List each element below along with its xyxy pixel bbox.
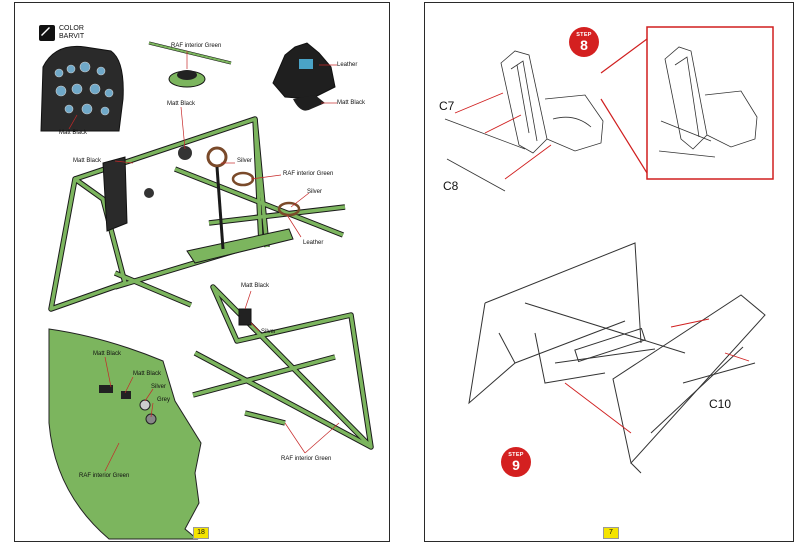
assembly-arrows-step9 (564, 318, 750, 434)
step-number: 9 (512, 457, 520, 473)
label-silver-1: Silver (237, 158, 253, 164)
step-badge-8: STEP 8 (569, 27, 599, 57)
label-matt-black-right: Matt Black (337, 100, 366, 106)
page-number-right: 7 (603, 527, 619, 539)
label-matt-black-side1: Matt Black (93, 351, 122, 357)
cockpit-color-illustration (40, 41, 374, 540)
label-silver-3: Silver (261, 329, 277, 335)
step8-detail-box (646, 26, 774, 180)
assembly-arrows-step8 (454, 92, 552, 180)
step-badge-9: STEP 9 (501, 447, 531, 477)
label-leather-top: Leather (337, 62, 358, 68)
label-matt-black-side2: Matt Black (133, 371, 162, 377)
label-matt-black-low: Matt Black (241, 283, 270, 289)
instruction-page-left: COLOR BARVIT RAF interior Green Leather … (14, 2, 390, 542)
fuselage-side-illustration (48, 328, 202, 540)
instruction-page-right: STEP 8 STEP 9 C7 C8 C10 7 (424, 2, 794, 542)
part-label-c7: C7 (439, 99, 455, 113)
step-label: STEP (508, 452, 524, 458)
paintbrush-icon (39, 25, 55, 41)
label-silver-side: Silver (151, 384, 167, 390)
label-matt-black-mid: Matt Black (73, 158, 102, 164)
spread-gap (390, 0, 424, 546)
seat-drawing-detail (658, 46, 758, 158)
page-number-left: 18 (193, 527, 209, 539)
label-raf-mid: RAF interior Green (283, 171, 334, 177)
label-matt-black-panel: Matt Black (59, 130, 88, 136)
color-key-line2: BARVIT (59, 33, 85, 40)
color-key-line1: COLOR (59, 25, 84, 32)
label-raf-bottom: RAF interior Green (281, 456, 332, 462)
small-part-top (148, 41, 232, 88)
assembly-illustration (444, 26, 774, 474)
step-label: STEP (576, 32, 592, 38)
part-label-c10: C10 (709, 397, 732, 411)
seat-drawing-step8 (444, 50, 604, 192)
instrument-panel-illustration (40, 45, 124, 132)
label-matt-black-center: Matt Black (167, 101, 196, 107)
label-raf-side: RAF interior Green (79, 473, 130, 479)
label-grey-side: Grey (157, 397, 171, 403)
label-silver-2: Silver (307, 189, 323, 195)
color-key-legend: COLOR BARVIT (39, 25, 84, 41)
seat-armor-illustration (272, 42, 336, 111)
frame-drawing-step9 (468, 242, 766, 474)
label-raf-top: RAF interior Green (171, 43, 222, 49)
label-leather-mid: Leather (303, 240, 324, 246)
part-label-c8: C8 (443, 179, 459, 193)
step-number: 8 (580, 37, 588, 53)
